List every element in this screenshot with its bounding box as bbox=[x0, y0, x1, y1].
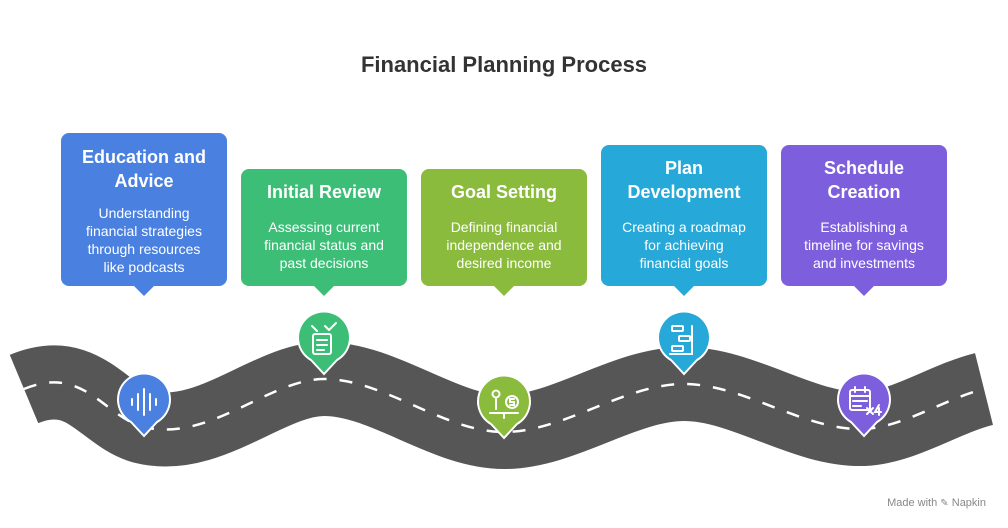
step-card-schedule-creation: Schedule Creation Establishing a timelin… bbox=[781, 145, 947, 296]
step-description-initial-review: Assessing current financial status and p… bbox=[264, 219, 384, 271]
step-description-education: Understanding financial strategies throu… bbox=[86, 205, 202, 275]
step-card-initial-review: Initial Review Assessing current financi… bbox=[241, 169, 407, 296]
step-title-goal-setting: Goal Setting bbox=[450, 182, 557, 202]
marker-education bbox=[117, 372, 171, 438]
step-card-plan-development: Plan Development Creating a roadmap for … bbox=[601, 145, 767, 296]
calendar-multiply-icon bbox=[849, 386, 882, 416]
step-description-goal-setting: Defining financial independence and desi… bbox=[446, 219, 562, 271]
podcast-waveform-icon bbox=[131, 388, 157, 416]
step-title-education: Education and Advice bbox=[81, 147, 206, 191]
step-card-education: Education and Advice Understanding finan… bbox=[61, 133, 227, 296]
person-money-balance-icon bbox=[489, 389, 519, 419]
step-title-initial-review: Initial Review bbox=[266, 182, 382, 202]
made-with-napkin-footer: Made with ✎ Napkin bbox=[887, 497, 986, 509]
step-description-schedule-creation: Establishing a timeline for savings and … bbox=[804, 219, 924, 271]
made-with-label: Made with bbox=[887, 497, 938, 509]
marker-plan-development bbox=[657, 310, 711, 376]
gantt-chart-icon bbox=[669, 325, 693, 355]
marker-initial-review bbox=[297, 310, 351, 376]
step-description-plan-development: Creating a roadmap for achieving financi… bbox=[622, 219, 746, 271]
diagram-title: Financial Planning Process bbox=[360, 52, 648, 77]
checklist-review-icon bbox=[311, 322, 337, 355]
marker-schedule-creation bbox=[837, 372, 891, 438]
napkin-brand-label: Napkin bbox=[951, 497, 986, 509]
step-title-schedule-creation: Schedule Creation bbox=[823, 158, 905, 202]
step-card-goal-setting: Goal Setting Defining financial independ… bbox=[421, 169, 587, 296]
marker-goal-setting bbox=[477, 374, 531, 440]
step-title-plan-development: Plan Development bbox=[627, 158, 741, 202]
napkin-logo-icon: ✎ bbox=[940, 498, 949, 509]
